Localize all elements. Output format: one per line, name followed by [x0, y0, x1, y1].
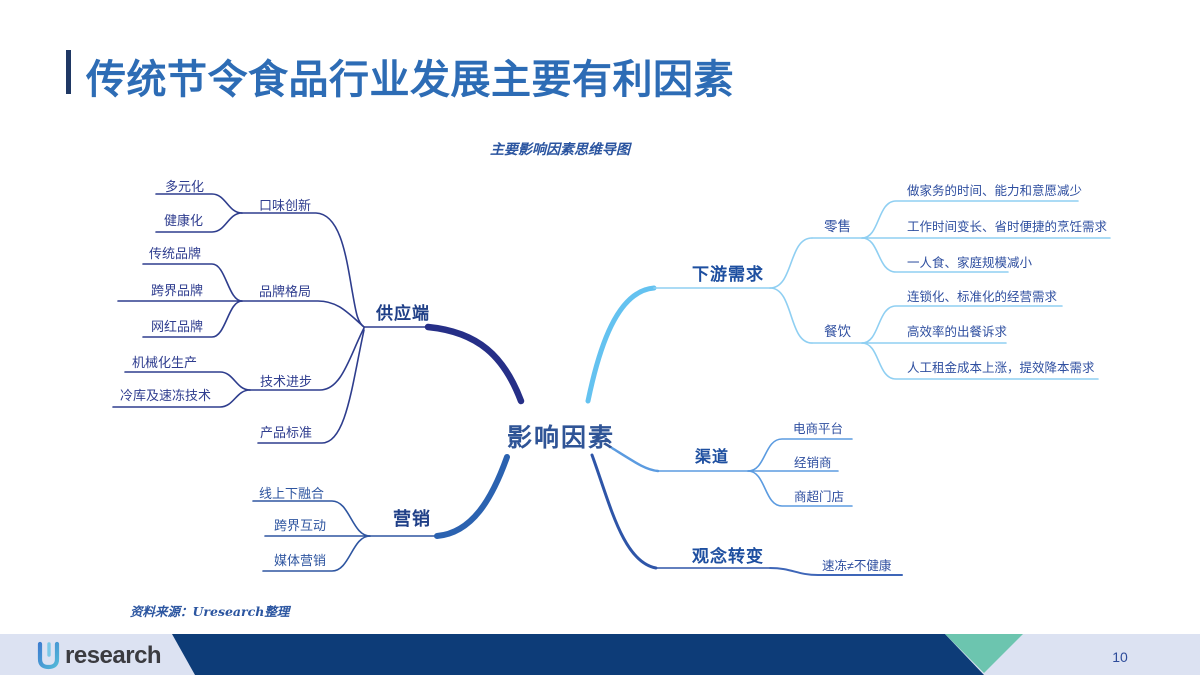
leaf-channel-2: 商超门店: [794, 490, 845, 504]
branch-concept-lines: [590, 453, 903, 576]
footer-bar: [0, 634, 1200, 675]
node-marketing: 营销: [393, 509, 431, 529]
leaf-retail-2: 一人食、家庭规模减小: [907, 256, 1033, 270]
leaf-tech-0: 机械化生产: [132, 355, 198, 370]
leaf-taste-1: 健康化: [164, 213, 204, 228]
leaf-retail-1: 工作时间变长、省时便捷的烹饪需求: [907, 220, 1108, 234]
leaf-concept-0: 速冻≠不健康: [822, 559, 892, 573]
leaf-catering-2: 人工租金成本上涨，提效降本需求: [907, 361, 1095, 375]
node-tech: 技术进步: [260, 374, 313, 389]
leaf-brand-0: 传统品牌: [149, 246, 202, 261]
branch-channel-lines: [610, 438, 853, 507]
footer-navy-band: [172, 634, 984, 675]
page-number: 10: [1112, 649, 1128, 665]
uresearch-logo-icon: [37, 641, 60, 670]
node-catering: 餐饮: [824, 324, 851, 339]
title-accent-bar: [66, 50, 71, 94]
leaf-marketing-0: 线上下融合: [259, 486, 325, 501]
leaf-marketing-2: 媒体营销: [274, 553, 327, 568]
branch-demand-lines: [585, 200, 1111, 404]
leaf-catering-0: 连锁化、标准化的经营需求: [907, 290, 1058, 304]
leaf-taste-0: 多元化: [165, 179, 205, 194]
mindmap-title: 主要影响因素思维导图: [490, 142, 630, 158]
branch-supply-lines: [112, 193, 525, 444]
node-supply: 供应端: [376, 304, 430, 323]
leaf-channel-1: 经销商: [794, 456, 832, 470]
leaf-catering-1: 高效率的出餐诉求: [907, 325, 1008, 339]
source-note: 资料来源：Uresearch整理: [130, 604, 290, 619]
node-root: 影响因素: [507, 424, 616, 452]
node-retail: 零售: [824, 219, 851, 234]
branch-marketing-lines: [252, 454, 510, 572]
uresearch-logo-text: research: [65, 642, 162, 669]
node-standard: 产品标准: [260, 425, 313, 440]
node-concept: 观念转变: [692, 547, 764, 566]
leaf-marketing-1: 跨界互动: [274, 518, 327, 533]
node-channel: 渠道: [695, 449, 730, 466]
leaf-brand-2: 网红品牌: [151, 319, 204, 334]
leaf-channel-0: 电商平台: [793, 422, 844, 436]
uresearch-logo: research: [36, 640, 162, 672]
page-title: 传统节令食品行业发展主要有利因素: [86, 58, 734, 102]
leaf-tech-1: 冷库及速冻技术: [120, 388, 212, 403]
node-demand: 下游需求: [692, 265, 764, 284]
leaf-retail-0: 做家务的时间、能力和意愿减少: [907, 184, 1083, 198]
leaf-brand-1: 跨界品牌: [151, 283, 204, 298]
node-taste: 口味创新: [259, 198, 312, 213]
node-brand: 品牌格局: [259, 284, 312, 299]
